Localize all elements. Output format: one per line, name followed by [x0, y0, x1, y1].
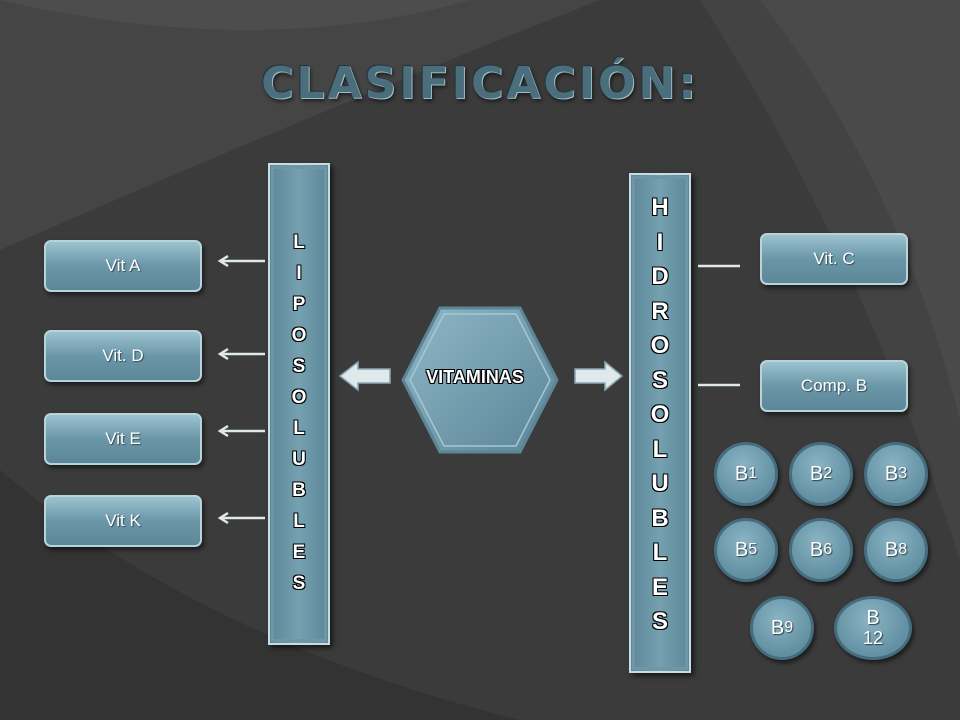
hidrosolubles-letter: H: [651, 194, 669, 221]
arrow-to-hidrosolubles: [574, 360, 624, 392]
item-vit-d: Vit. D: [44, 330, 202, 382]
hidrosolubles-letter: L: [652, 435, 668, 463]
item-comp-b: Comp. B: [760, 360, 908, 412]
liposolubles-letter: O: [291, 387, 307, 408]
hidrosolubles-letter: B: [651, 504, 669, 532]
liposolubles-letter: L: [293, 232, 305, 253]
arrow-vit-a: [217, 254, 265, 268]
liposolubles-letter: U: [292, 449, 306, 470]
liposolubles-letter: P: [292, 294, 306, 315]
vitaminas-label: VITAMINAS: [426, 367, 524, 387]
hidrosolubles-letter: E: [651, 573, 668, 601]
hidrosolubles-letter: R: [651, 297, 669, 325]
item-vit-k: Vit K: [44, 495, 202, 547]
item-vit-e: Vit E: [44, 413, 202, 465]
hidrosolubles-letter: I: [656, 228, 664, 256]
arrow-vit-e: [217, 424, 265, 438]
liposolubles-letter: L: [293, 511, 305, 532]
hidrosolubles-letter: L: [652, 539, 668, 566]
arrow-to-liposolubles: [338, 360, 391, 392]
item-vit-a: Vit A: [44, 240, 202, 292]
vitaminas-hexagon: [401, 306, 559, 454]
hidrosolubles-letter: O: [650, 401, 670, 428]
page-title: CLASIFICACIÓN:: [261, 58, 699, 109]
arrow-vit-d: [217, 347, 265, 361]
liposolubles-letter: S: [292, 356, 306, 377]
hidrosolubles-letter: U: [651, 470, 669, 497]
hidrosolubles-letter: S: [651, 366, 668, 394]
liposolubles-letter: O: [291, 325, 307, 346]
hidrosolubles-letter: O: [650, 332, 670, 359]
liposolubles-letter: I: [296, 263, 302, 284]
liposolubles-letter: B: [292, 480, 306, 501]
hidrosolubles-letter: S: [651, 608, 668, 635]
liposolubles-letter: S: [292, 573, 306, 594]
liposolubles-letter: L: [293, 418, 305, 439]
item-vit-c: Vit. C: [760, 233, 908, 285]
hidrosolubles-letter: D: [651, 263, 669, 290]
arrow-vit-k: [217, 511, 265, 525]
liposolubles-letter: E: [292, 542, 306, 563]
